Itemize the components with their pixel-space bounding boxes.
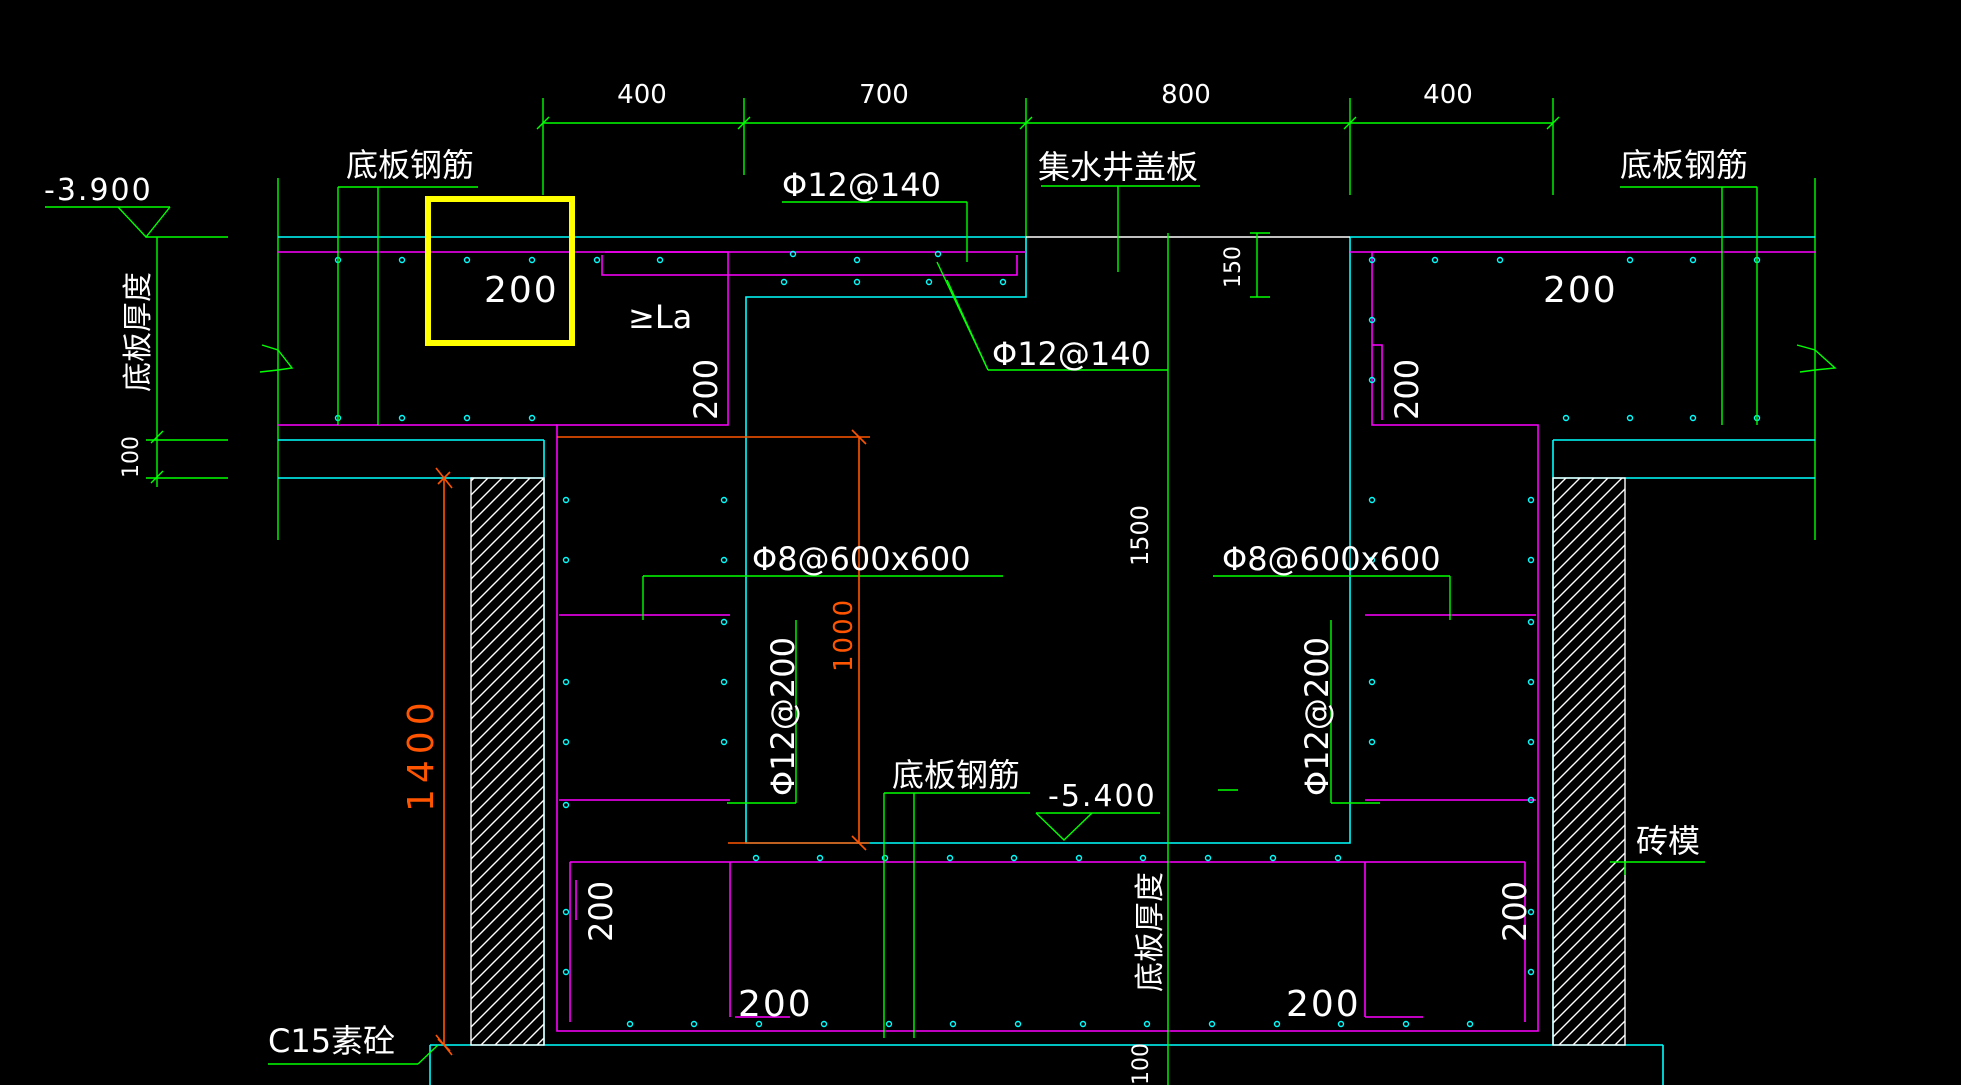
value-200-wall-left-lower: 200 xyxy=(582,881,620,942)
anchorage-label: ≥La xyxy=(628,298,692,336)
rebar-wall-label-left: Φ12@200 xyxy=(764,637,802,796)
orange-dimensions xyxy=(435,429,870,1056)
plain-concrete-label: C15素砼 xyxy=(268,1022,395,1060)
highlight-box[interactable] xyxy=(425,196,575,346)
slab-rebar-label-bottom: 底板钢筋 xyxy=(892,756,1020,794)
slab-thickness-label-left: 底板厚度 xyxy=(121,272,156,392)
rebar-label-top-2: Φ12@140 xyxy=(992,335,1151,373)
brick-formwork-label: 砖模 xyxy=(1636,822,1700,860)
rebar-mesh-label-left: Φ8@600x600 xyxy=(752,540,971,578)
dim-pit-1500: 1500 xyxy=(1126,505,1154,566)
brick-formwork-right xyxy=(1552,477,1626,1046)
value-200-bottom-right: 200 xyxy=(1286,984,1361,1025)
rebar-lines xyxy=(278,251,1815,1032)
elevation-top: -3.900 xyxy=(44,173,153,208)
rebar-label-top-1: Φ12@140 xyxy=(782,166,941,204)
rebar-wall-label-right: Φ12@200 xyxy=(1298,637,1336,796)
value-200-bottom-left: 200 xyxy=(738,984,813,1025)
dim-slab-bottom-100: 100 xyxy=(1129,1043,1154,1085)
slab-rebar-label-right: 底板钢筋 xyxy=(1620,146,1748,184)
slab-rebar-label-left: 底板钢筋 xyxy=(346,146,474,184)
rebar-mesh-label-right: Φ8@600x600 xyxy=(1222,540,1441,578)
slab-thickness-label-bottom: 底板厚度 xyxy=(1133,872,1168,992)
dim-orange-1400: 1400 xyxy=(401,696,442,812)
pit-cover-label: 集水井盖板 xyxy=(1038,148,1198,186)
elevation-pit-bottom: -5.400 xyxy=(1048,779,1157,814)
break-lines xyxy=(259,178,1837,540)
dim-orange-1000: 1000 xyxy=(829,598,859,672)
dim-top-400-left: 400 xyxy=(617,80,667,110)
dim-cover-150: 150 xyxy=(1221,246,1246,288)
left-elevation-marker xyxy=(45,206,228,487)
value-200-wall-left-upper: 200 xyxy=(687,359,725,420)
value-200-top-right: 200 xyxy=(1543,270,1618,311)
leader-lines xyxy=(268,185,1758,1085)
dim-left-100: 100 xyxy=(119,436,144,478)
top-dimension-chain xyxy=(536,98,1560,240)
brick-formwork-left xyxy=(470,477,545,1046)
dim-top-400-right: 400 xyxy=(1423,80,1473,110)
dim-top-800: 800 xyxy=(1161,80,1211,110)
value-200-top-left: 200 xyxy=(484,270,559,311)
value-200-wall-right-upper: 200 xyxy=(1388,359,1426,420)
rebar-dots xyxy=(334,250,1761,1028)
dim-top-700: 700 xyxy=(859,80,909,110)
value-200-wall-right-lower: 200 xyxy=(1496,881,1534,942)
